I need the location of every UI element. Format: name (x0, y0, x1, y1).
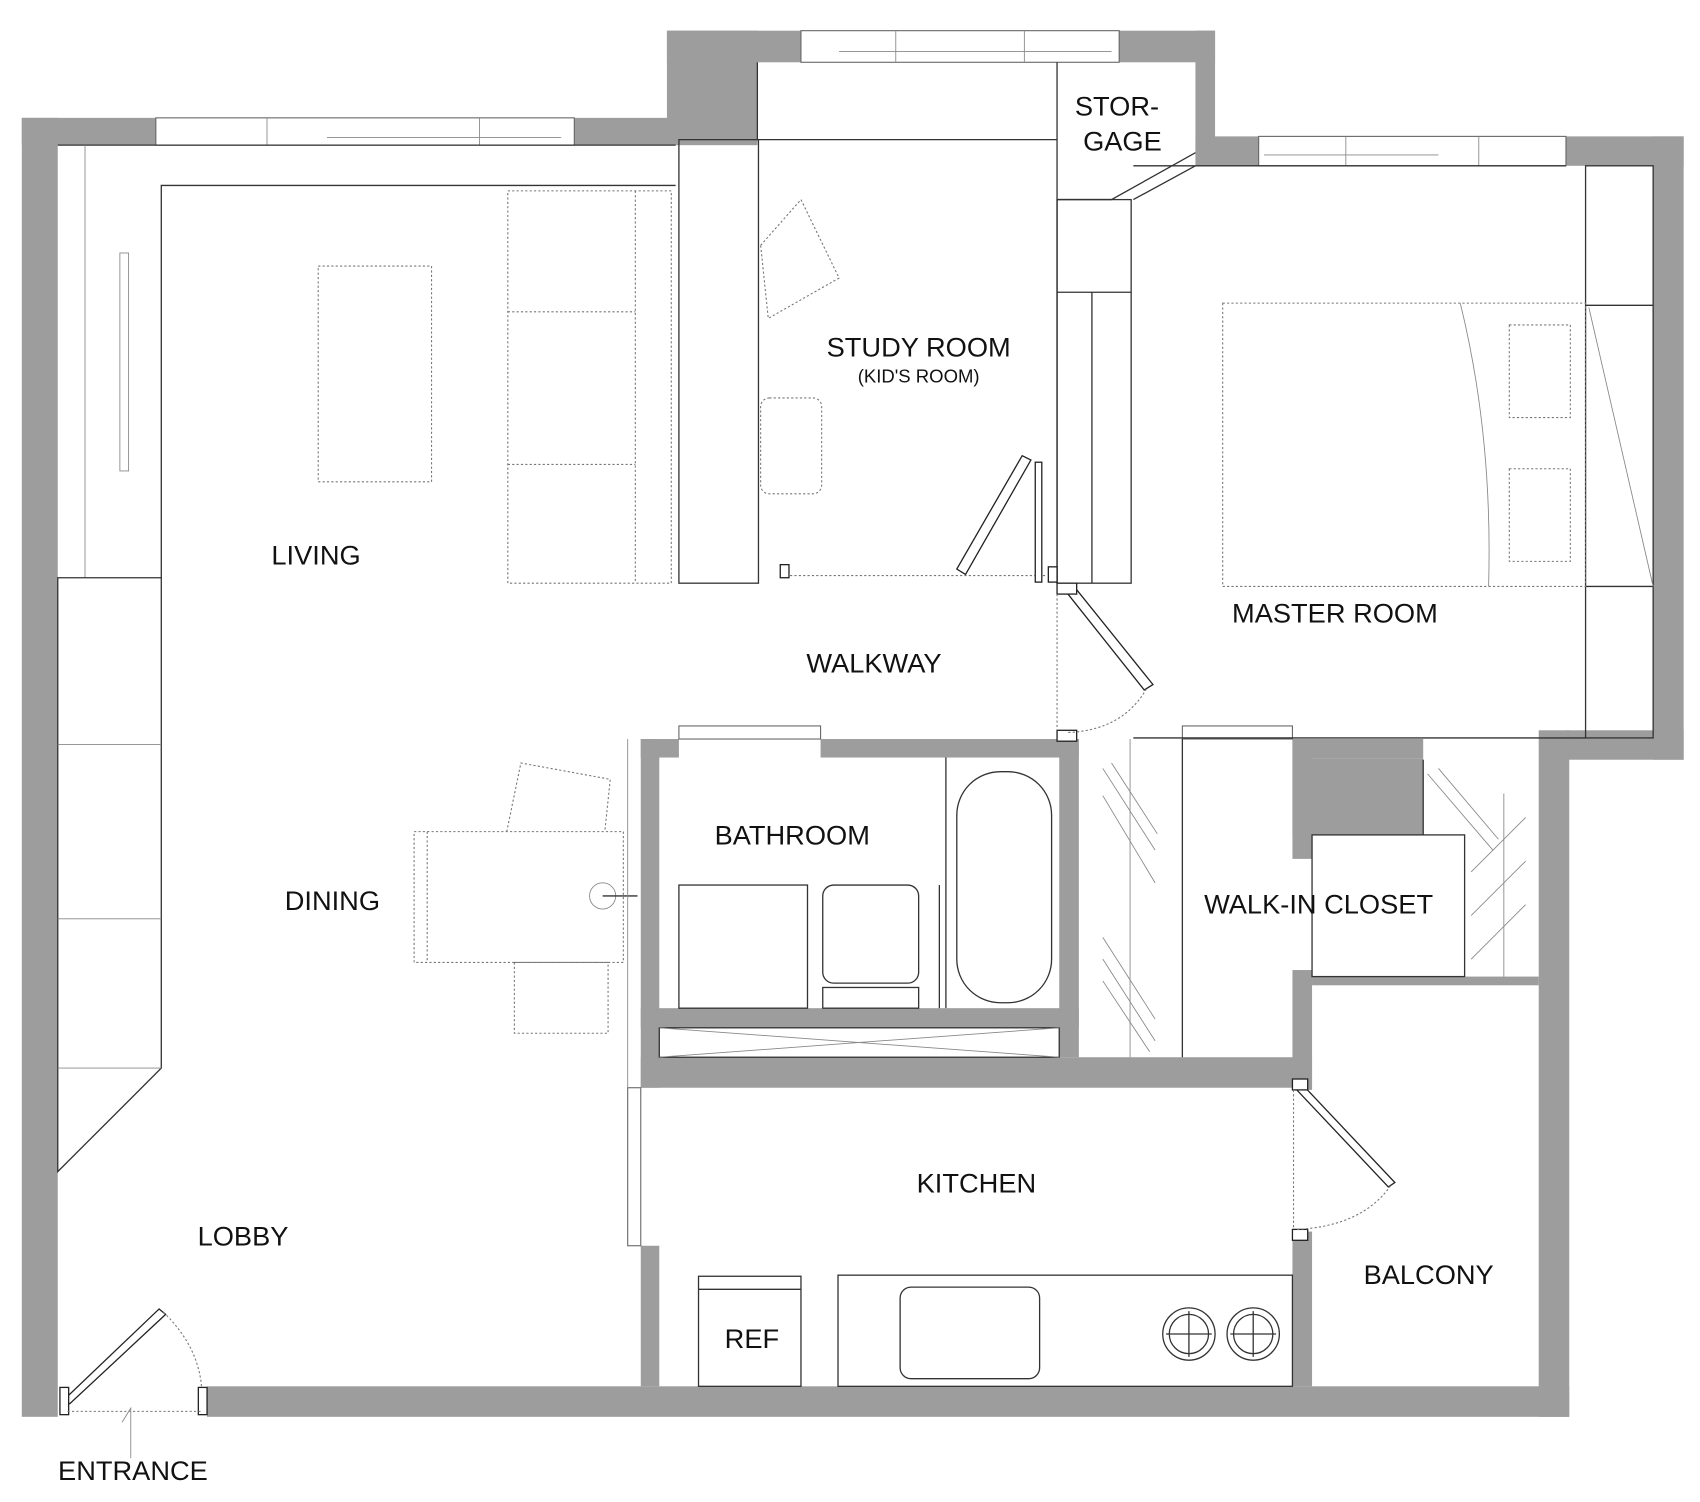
doors (59, 454, 1396, 1459)
label-storage: STOR- (1075, 91, 1159, 122)
stove-burners-icon (1162, 1307, 1281, 1361)
label-walkway: WALKWAY (806, 648, 941, 679)
label-bathroom: BATHROOM (715, 820, 870, 851)
label-kids-room: (KID'S ROOM) (858, 366, 980, 387)
study-door[interactable] (955, 454, 1032, 576)
label-study-room: STUDY ROOM (827, 332, 1011, 363)
label-lobby: LOBBY (198, 1221, 289, 1252)
label-ref: REF (725, 1323, 779, 1354)
label-master-room: MASTER ROOM (1232, 597, 1438, 628)
room-labels: STOR- GAGE STUDY ROOM (KID'S ROOM) LIVIN… (58, 91, 1494, 1486)
entrance-door[interactable] (62, 1308, 167, 1405)
label-dining: DINING (285, 885, 380, 916)
master-door[interactable] (1066, 588, 1154, 691)
label-entrance: ENTRANCE (58, 1455, 208, 1486)
label-kitchen: KITCHEN (917, 1167, 1037, 1198)
furniture (57, 62, 1654, 1387)
balcony-door[interactable] (1295, 1084, 1396, 1188)
label-walk-in-closet: WALK-IN CLOSET (1204, 888, 1433, 919)
label-balcony: BALCONY (1364, 1259, 1494, 1290)
label-storage-2: GAGE (1083, 126, 1162, 157)
walls (21, 30, 1684, 1417)
label-living: LIVING (271, 540, 360, 571)
